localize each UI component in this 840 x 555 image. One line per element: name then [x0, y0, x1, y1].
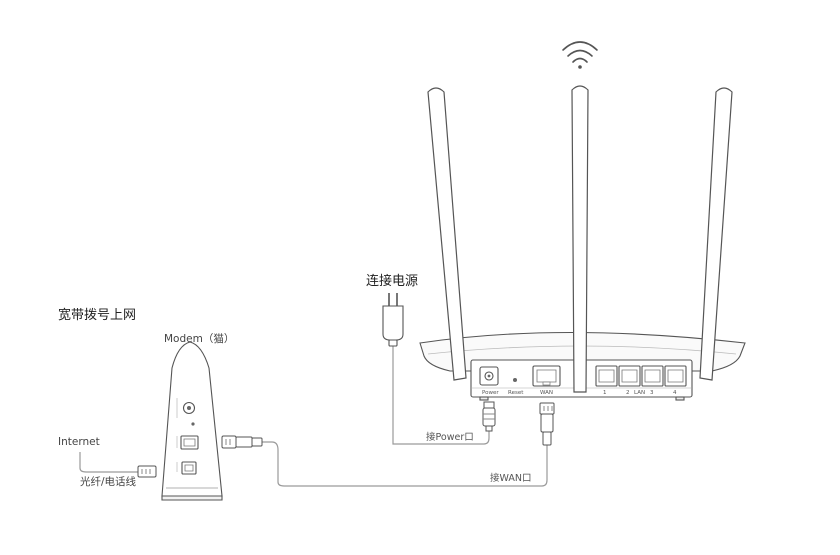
cables — [79, 346, 548, 487]
wan-port-label: WAN — [540, 390, 553, 396]
lan-port-2-label: 2 — [626, 390, 630, 396]
antenna-right — [699, 87, 733, 381]
power-cable — [392, 346, 490, 445]
router-reset-button — [513, 378, 517, 382]
router-antennas — [427, 85, 733, 393]
lan-port-1-label: 1 — [603, 390, 607, 396]
lan-label: LAN — [634, 390, 645, 396]
adapter-body — [382, 305, 404, 341]
router-power-plug — [482, 401, 496, 432]
wan-cable — [262, 441, 548, 487]
modem-foot — [161, 495, 223, 501]
antenna-left — [427, 87, 467, 381]
antenna-center — [571, 85, 589, 393]
modem-body — [161, 341, 223, 497]
power-port-label: Power — [482, 390, 499, 396]
connect-wan-port-label: 接WAN口 — [490, 473, 532, 484]
power-adapter — [382, 293, 404, 347]
phone-line-plug — [137, 465, 157, 478]
wifi-icon — [562, 41, 598, 69]
modem-button — [191, 422, 195, 426]
router-port-labels: Power Reset WAN 1 2 LAN 3 4 — [482, 390, 677, 396]
lan-port-3-label: 3 — [650, 390, 654, 396]
fiber-phone-line-label: 光纤/电话线 — [80, 476, 137, 488]
router-lan-ports — [595, 365, 687, 387]
modem — [161, 341, 223, 501]
modem-label: Modem（猫） — [164, 333, 235, 345]
reset-port-label: Reset — [508, 390, 524, 396]
fiber-line-cable — [79, 452, 138, 473]
broadband-dialup-label: 宽带拨号上网 — [58, 308, 137, 323]
modem-ethernet-plug — [221, 435, 263, 449]
connect-power-port-label: 接Power口 — [426, 432, 474, 443]
router-wan-plug — [539, 402, 555, 446]
lan-port-4-label: 4 — [673, 390, 677, 396]
internet-label: Internet — [58, 436, 100, 448]
connect-power-source-label: 连接电源 — [366, 274, 419, 289]
